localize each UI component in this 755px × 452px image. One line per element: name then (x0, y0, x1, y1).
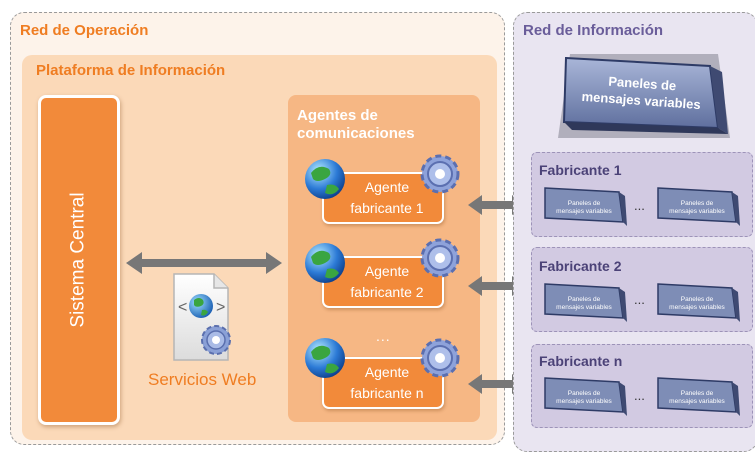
agentn-fabricanten-arrow (468, 374, 526, 394)
gear-icon (420, 154, 460, 194)
information-platform-title: Plataforma de Información (36, 62, 226, 79)
globe-icon (305, 338, 345, 378)
panels-ellipsis: ... (634, 198, 645, 213)
agents-ellipsis: ... (376, 328, 391, 344)
information-network-title: Red de Información (523, 22, 664, 39)
manufacturer-1-title: Fabricante 1 (539, 162, 622, 178)
web-services-label: Servicios Web (148, 370, 257, 389)
manufacturer-n-title: Fabricante n (539, 353, 623, 369)
agent2-fabricante2-arrow (468, 276, 526, 296)
agent-manufacturer-n-label: Agente fabricante n (350, 364, 424, 401)
svg-text:>: > (216, 299, 225, 316)
svg-text:<: < (178, 299, 187, 316)
main-panel-label: Paneles de (608, 74, 677, 94)
agent1-fabricante1-arrow (468, 195, 526, 215)
gear-icon (420, 338, 460, 378)
panels-ellipsis: ... (634, 388, 645, 403)
central-system-box (38, 95, 120, 425)
communication-agents-title: Agentes de comunicaciones (297, 107, 415, 142)
variable-message-panel-main: Paneles demensajes variables (558, 54, 730, 138)
central-system-label: Sistema Central (68, 192, 90, 328)
panels-ellipsis: ... (634, 292, 645, 307)
globe-icon (305, 243, 345, 283)
agent-manufacturer-1-label: Agente fabricante 1 (350, 179, 424, 216)
operation-network-title: Red de Operación (20, 22, 149, 39)
manufacturer-2-title: Fabricante 2 (539, 258, 622, 274)
gear-icon (420, 238, 460, 278)
globe-icon (305, 159, 345, 199)
central-agents-arrow (126, 252, 282, 274)
central-system-label-wrap: Sistema Central (38, 95, 120, 425)
web-services-document-icon: < > (173, 273, 231, 361)
agent-manufacturer-2-label: Agente fabricante 2 (350, 263, 424, 300)
